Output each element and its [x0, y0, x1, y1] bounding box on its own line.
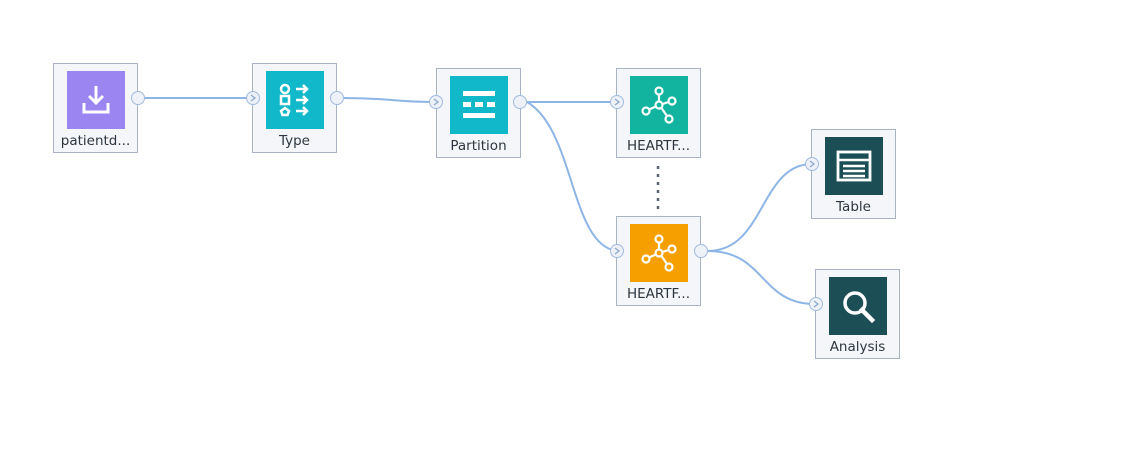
output-port[interactable] — [330, 91, 344, 105]
type-icon — [279, 83, 309, 117]
node-label: Analysis — [829, 339, 886, 355]
node-analysis[interactable]: Analysis — [815, 269, 900, 359]
import-icon — [82, 86, 110, 114]
node-type[interactable]: Type — [252, 63, 337, 153]
input-port[interactable] — [246, 91, 260, 105]
model-tile — [630, 76, 688, 134]
link-partition-nugget[interactable] — [526, 101, 618, 252]
input-port[interactable] — [809, 297, 823, 311]
node-label: HEARTF... — [626, 286, 691, 302]
output-port[interactable] — [131, 91, 145, 105]
input-port[interactable] — [610, 95, 624, 109]
node-partition[interactable]: Partition — [436, 68, 521, 158]
input-port[interactable] — [610, 244, 624, 258]
table-tile — [825, 137, 883, 195]
partition-tile — [450, 76, 508, 134]
input-port[interactable] — [805, 157, 819, 171]
output-port[interactable] — [694, 244, 708, 258]
node-label: HEARTF... — [626, 138, 691, 154]
node-table[interactable]: Table — [811, 129, 896, 219]
node-label: Table — [836, 199, 871, 215]
link-nugget-table[interactable] — [707, 163, 813, 252]
search-icon — [843, 291, 876, 324]
node-label: Type — [278, 133, 310, 149]
output-port[interactable] — [513, 95, 527, 109]
partition-icon — [463, 91, 495, 118]
node-label: Partition — [450, 138, 507, 154]
link-nugget-analysis[interactable] — [707, 250, 816, 305]
source-tile — [67, 71, 125, 129]
link-type-partition[interactable] — [343, 97, 437, 103]
analysis-tile — [829, 277, 887, 335]
node-nugget[interactable]: HEARTF... — [616, 216, 701, 306]
type-tile — [266, 71, 324, 129]
node-source[interactable]: patientd... — [53, 63, 138, 153]
model-icon — [641, 234, 677, 272]
node-label: patientd... — [60, 133, 131, 149]
nugget-tile — [630, 224, 688, 282]
model-icon — [641, 86, 677, 124]
node-model[interactable]: HEARTF... — [616, 68, 701, 158]
table-icon — [836, 150, 872, 182]
input-port[interactable] — [429, 95, 443, 109]
